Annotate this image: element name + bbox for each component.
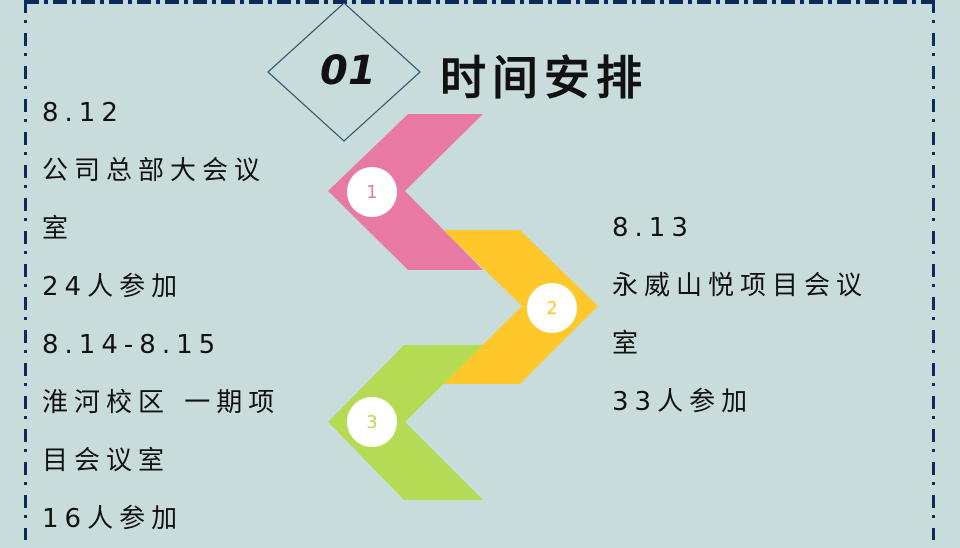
step-1-place: 公司总部大会议 [42,156,267,186]
section-number: 01 [320,48,376,94]
page-title: 时间安排 [440,51,648,105]
step-1-text: 8.12 公司总部大会议 室 24人参加 [42,84,266,316]
step-3-text: 8.14-8.15 淮河校区 一期项 目会议室 16人参加 [42,316,280,548]
step-1-place-cont: 室 [42,214,75,244]
step-badge-1: 1 [347,167,397,217]
step-badge-3: 3 [347,397,397,447]
frame-right-border [932,0,935,540]
step-2-place-cont: 室 [612,329,645,359]
chevron-green [328,345,483,500]
step-2-date: 8.13 [612,213,694,243]
diamond-outline [267,2,421,142]
step-badge-2: 2 [527,283,577,333]
step-1-date: 8.12 [42,98,124,128]
step-3-place-cont: 目会议室 [42,446,171,476]
step-3-attendance: 16人参加 [42,504,184,534]
frame-top-border [25,0,935,4]
chevron-yellow [443,230,598,384]
step-2-attendance: 33人参加 [612,387,754,417]
step-2-place: 永威山悦项目会议 [612,271,869,301]
step-3-place: 淮河校区 一期项 [42,388,281,418]
step-1-attendance: 24人参加 [42,272,184,302]
frame-left-border [24,0,27,540]
step-3-date: 8.14-8.15 [42,330,222,360]
step-2-text: 8.13 永威山悦项目会议 室 33人参加 [612,199,868,431]
